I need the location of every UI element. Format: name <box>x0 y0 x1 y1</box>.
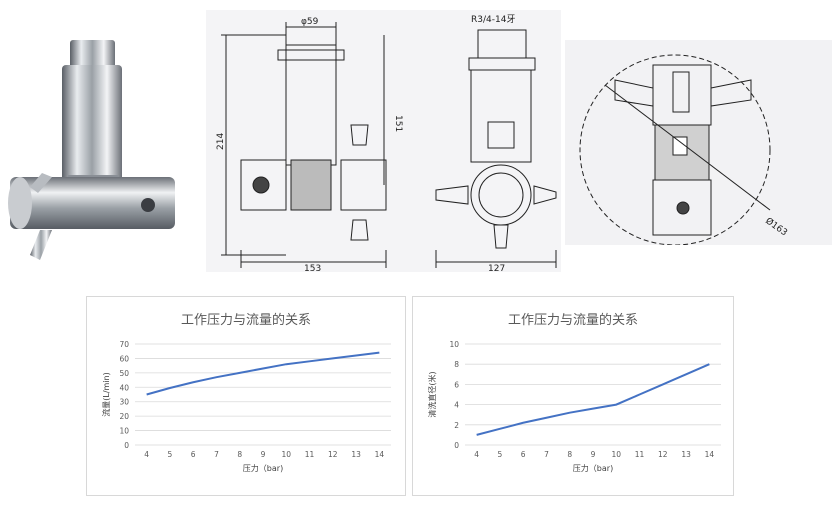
dim-top-diameter: φ59 <box>301 17 319 27</box>
chart-cleaning-diameter-vs-pressure: 工作压力与流量的关系 0 2 4 6 8 10 4 5 6 7 8 9 10 11 12 13 14 压力（bar… <box>412 296 734 496</box>
technical-drawing-front-side: 214 φ59 151 153 R3/4-14牙 127 <box>206 10 561 274</box>
y-tick-label: 20 <box>119 412 129 421</box>
x-axis-title: 压力（bar) <box>243 463 283 473</box>
y-tick-label: 2 <box>454 421 459 430</box>
x-axis-title: 压力（bar) <box>573 463 613 473</box>
dim-width-side: 127 <box>488 264 505 272</box>
y-tick-label: 40 <box>119 383 129 392</box>
chart-plot-flow: 0 10 20 30 40 50 60 70 4 5 6 7 8 9 10 11 12 13 14 压力（bar) 流量… <box>101 340 391 473</box>
x-tick-label: 12 <box>658 450 668 459</box>
y-tick-label: 0 <box>124 441 129 450</box>
chart-flow-vs-pressure: 工作压力与流量的关系 0 10 20 30 40 50 60 70 4 5 6 7 8 9 10 11 12 13… <box>86 296 406 496</box>
x-tick-label: 14 <box>375 450 385 459</box>
x-tick-label: 11 <box>635 450 645 459</box>
x-tick-label: 10 <box>611 450 621 459</box>
x-tick-label: 12 <box>328 450 338 459</box>
chart-plot-diameter: 0 2 4 6 8 10 4 5 6 7 8 9 10 11 12 13 14 压力（bar) 清洗直径(米) <box>427 340 721 473</box>
series-line <box>146 351 380 396</box>
x-tick-label: 9 <box>261 450 266 459</box>
y-tick-label: 6 <box>454 380 459 389</box>
x-tick-label: 7 <box>214 450 219 459</box>
x-tick-label: 14 <box>705 450 715 459</box>
x-tick-label: 9 <box>591 450 596 459</box>
y-tick-label: 8 <box>454 360 459 369</box>
x-tick-label: 5 <box>168 450 173 459</box>
x-tick-label: 5 <box>498 450 503 459</box>
x-tick-label: 8 <box>567 450 572 459</box>
chart-title: 工作压力与流量的关系 <box>507 313 638 328</box>
y-tick-label: 10 <box>119 427 129 436</box>
technical-drawing-sweep: Ø163 <box>565 40 832 246</box>
x-tick-label: 4 <box>474 450 479 459</box>
x-tick-label: 11 <box>305 450 315 459</box>
x-tick-label: 10 <box>281 450 291 459</box>
x-tick-label: 13 <box>351 450 361 459</box>
y-tick-label: 30 <box>119 398 129 407</box>
x-tick-label: 7 <box>544 450 549 459</box>
dim-width-front: 153 <box>304 264 321 272</box>
dim-height-total: 214 <box>216 133 226 150</box>
y-axis-title: 流量(L/min) <box>101 372 111 416</box>
y-tick-label: 0 <box>454 441 459 450</box>
x-tick-label: 4 <box>144 450 149 459</box>
y-tick-label: 4 <box>454 401 459 410</box>
y-tick-label: 50 <box>119 369 129 378</box>
chart-title: 工作压力与流量的关系 <box>180 313 311 328</box>
x-tick-label: 8 <box>237 450 242 459</box>
series-line <box>476 363 710 436</box>
x-tick-label: 13 <box>681 450 691 459</box>
product-photo <box>0 25 195 270</box>
dim-height-body: 151 <box>393 115 403 132</box>
y-tick-label: 60 <box>119 354 129 363</box>
y-tick-label: 10 <box>449 340 459 349</box>
x-tick-label: 6 <box>191 450 196 459</box>
dim-sweep-diameter: Ø163 <box>763 215 789 238</box>
y-tick-label: 70 <box>119 340 129 349</box>
y-axis-title: 清洗直径(米) <box>427 371 437 417</box>
dim-thread: R3/4-14牙 <box>471 14 515 25</box>
x-tick-label: 6 <box>521 450 526 459</box>
